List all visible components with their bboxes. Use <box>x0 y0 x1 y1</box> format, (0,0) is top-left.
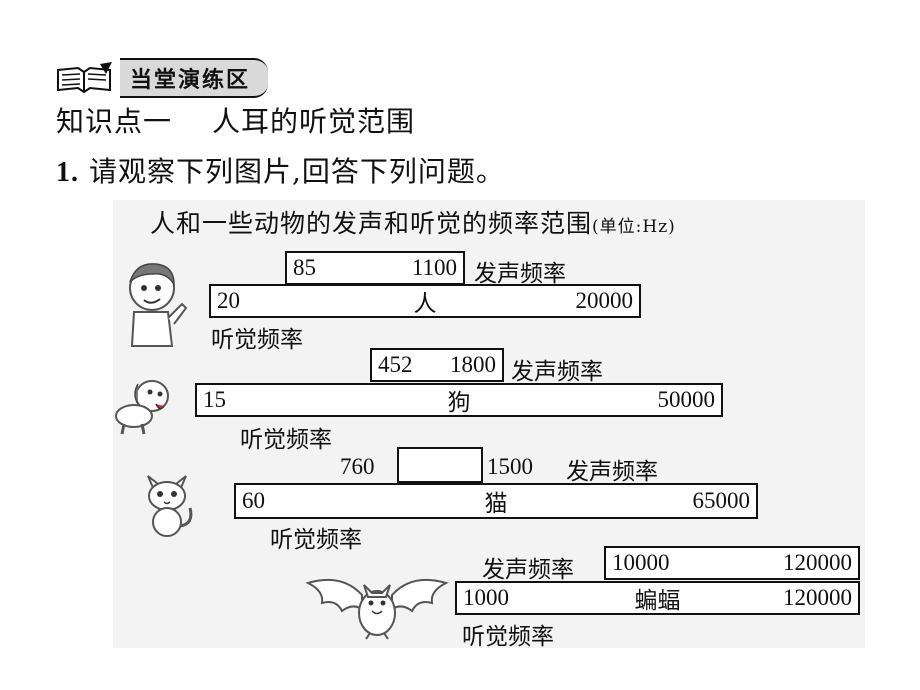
dog-hear-low: 15 <box>203 387 226 412</box>
cat-illustration <box>136 468 198 544</box>
book-pencil-icon <box>57 62 112 94</box>
human-hear-bar: 20 人 20000 <box>209 284 641 318</box>
cat-hear-high: 65000 <box>692 488 751 513</box>
human-speak-low: 85 <box>293 255 316 280</box>
knowledge-point-label: 知识点一 <box>56 105 173 138</box>
dog-speak-low: 452 <box>378 352 413 377</box>
cat-speak-low: 760 <box>340 454 375 479</box>
bat-hear-bar: 1000 蝙蝠 120000 <box>455 581 860 615</box>
chart-unit: (单位:Hz) <box>592 217 676 237</box>
question-1: 1. 请观察下列图片,回答下列问题。 <box>56 150 505 190</box>
dog-speak-label: 发声频率 <box>511 359 603 385</box>
question-number: 1. <box>56 157 79 188</box>
bat-speak-label: 发声频率 <box>482 557 574 583</box>
bat-speak-bar: 10000 120000 <box>604 546 860 580</box>
bat-hear-label: 听觉频率 <box>462 624 554 650</box>
human-speak-high: 1100 <box>411 255 457 280</box>
knowledge-point-heading: 知识点一 人耳的听觉范围 <box>56 100 415 140</box>
dog-hear-high: 50000 <box>657 387 716 412</box>
cat-speak-bar <box>397 447 483 483</box>
dog-illustration <box>110 372 176 440</box>
dog-hear-bar: 15 狗 50000 <box>195 383 723 417</box>
knowledge-point-topic: 人耳的听觉范围 <box>212 105 416 138</box>
section-header: 当堂演练区 <box>56 58 269 98</box>
cat-hear-low: 60 <box>242 488 265 513</box>
chart-title: 人和一些动物的发声和听觉的频率范围(单位:Hz) <box>150 204 676 240</box>
human-speak-label: 发声频率 <box>474 261 566 287</box>
human-speak-bar: 85 1100 <box>285 251 465 285</box>
cat-hear-bar: 60 猫 65000 <box>234 483 758 519</box>
cat-hear-label: 听觉频率 <box>270 527 362 553</box>
cat-speak-high: 1500 <box>487 454 533 479</box>
human-hear-high: 20000 <box>575 288 634 313</box>
human-hear-label: 听觉频率 <box>211 327 303 353</box>
dog-speak-high: 1800 <box>450 352 496 377</box>
section-title: 当堂演练区 <box>120 58 269 98</box>
bat-hear-high: 120000 <box>783 585 852 610</box>
bat-name: 蝙蝠 <box>634 588 681 614</box>
chart-title-text: 人和一些动物的发声和听觉的频率范围 <box>150 209 593 238</box>
cat-name: 猫 <box>484 491 508 517</box>
dog-hear-label: 听觉频率 <box>240 427 332 453</box>
human-name: 人 <box>413 291 437 317</box>
bat-speak-low: 10000 <box>612 550 670 575</box>
human-hear-low: 20 <box>217 288 240 313</box>
dog-speak-bar: 452 1800 <box>370 348 504 382</box>
boy-illustration <box>116 258 194 354</box>
dog-name: 狗 <box>447 390 471 416</box>
bat-illustration <box>302 565 452 645</box>
question-text: 请观察下列图片,回答下列问题。 <box>89 155 505 188</box>
bat-speak-high: 120000 <box>783 550 852 575</box>
bat-hear-low: 1000 <box>463 585 509 610</box>
cat-speak-label: 发声频率 <box>566 459 658 485</box>
